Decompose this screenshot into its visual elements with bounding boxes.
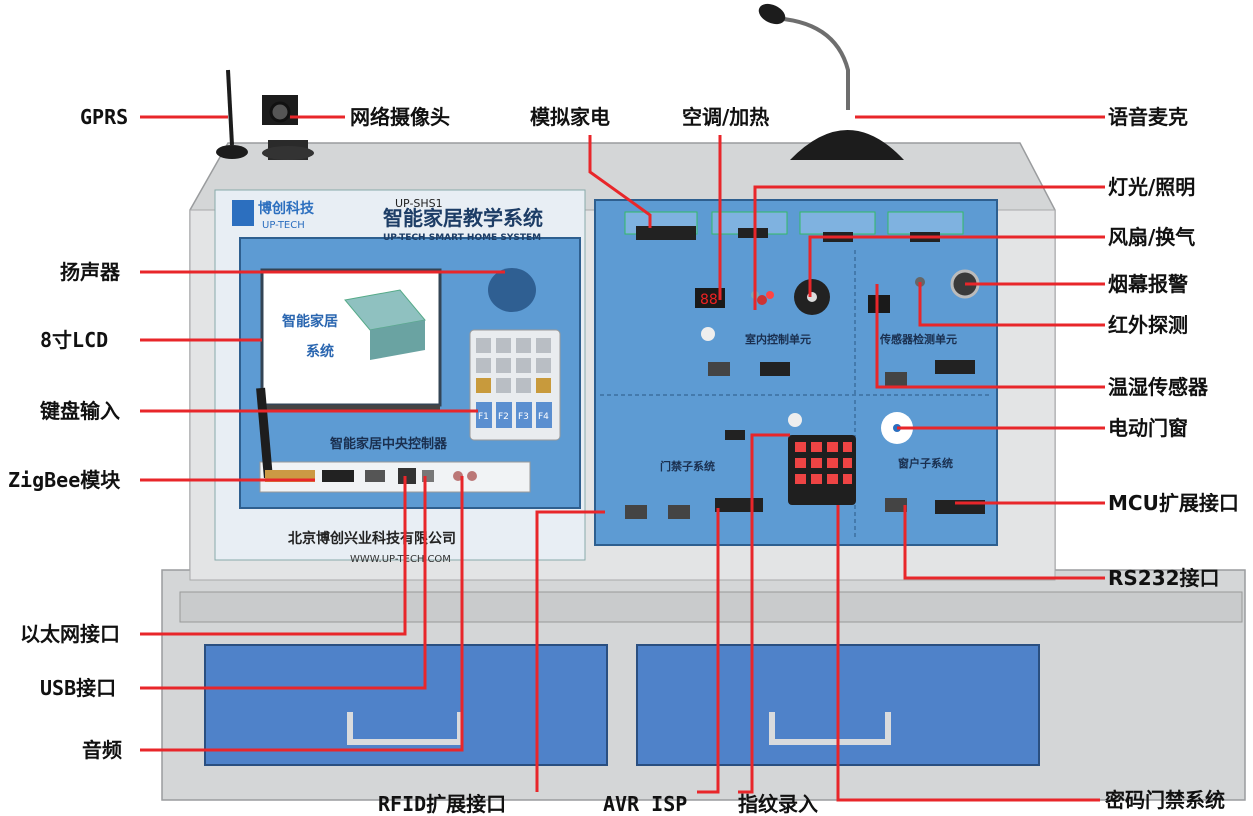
gprs-antenna <box>216 69 248 159</box>
screen-text-1: 智能家居 <box>281 313 338 330</box>
leader-audio <box>140 476 464 752</box>
label-speaker: 扬声器 <box>60 260 120 284</box>
central-controller-panel: 智能家居 系统 F1 F2 F3 F4 <box>214 189 586 565</box>
leader-appliance <box>588 135 652 228</box>
leader-light <box>753 185 1105 310</box>
label-fingerprint: 指纹录入 <box>738 792 818 816</box>
label-light: 灯光/照明 <box>1108 175 1196 199</box>
label-password: 密码门禁系统 <box>1105 788 1225 812</box>
label-rfid: RFID扩展接口 <box>378 792 507 816</box>
sensor-unit-label: 传感器检测单元 <box>879 332 957 346</box>
label-mcu: MCU扩展接口 <box>1108 491 1239 515</box>
leader-rfid <box>535 510 605 792</box>
function-keys: F1 F2 F3 F4 <box>476 402 552 428</box>
leader-avr <box>697 508 720 794</box>
leader-password <box>836 505 1100 802</box>
label-rs232: RS232接口 <box>1108 566 1220 590</box>
leader-lines <box>140 115 1105 802</box>
label-ac: 空调/加热 <box>682 105 770 129</box>
leader-rs232 <box>903 505 1105 580</box>
label-appliance: 模拟家电 <box>530 105 610 129</box>
brand-cn: 博创科技 <box>258 200 315 217</box>
key-f2: F2 <box>498 412 509 422</box>
key-f4: F4 <box>538 412 549 422</box>
label-camera: 网络摄像头 <box>350 105 450 129</box>
leader-usb <box>140 476 427 690</box>
label-smoke: 烟幕报警 <box>1108 272 1188 296</box>
key-f3: F3 <box>518 412 529 422</box>
brand-en: UP-TECH <box>262 220 305 231</box>
label-usb: USB接口 <box>40 676 117 700</box>
company-name: 北京博创兴业科技有限公司 <box>288 530 456 547</box>
device-title-en: UP-TECH SMART HOME SYSTEM <box>383 233 541 243</box>
label-temp: 温湿传感器 <box>1108 375 1208 399</box>
network-camera <box>262 95 314 160</box>
label-keyboard: 键盘输入 <box>40 399 120 423</box>
label-zigbee: ZigBee模块 <box>8 468 121 492</box>
model-code: UP-SHS1 <box>395 197 443 210</box>
leader-ethernet <box>140 476 407 636</box>
leader-fingerprint <box>738 433 790 794</box>
leader-infrared <box>918 282 1105 327</box>
subsystem-panel: 88 门禁子系统 窗户子系统 室内 <box>594 199 998 546</box>
label-audio: 音频 <box>82 738 122 762</box>
label-gprs: GPRS <box>80 105 129 129</box>
label-ethernet: 以太网接口 <box>20 622 120 646</box>
voice-microphone <box>758 3 904 160</box>
leader-fan <box>808 235 1105 297</box>
label-avr: AVR ISP <box>603 792 688 816</box>
screen-text-2: 系统 <box>306 343 334 360</box>
keypad-grid <box>476 338 551 393</box>
leader-temp <box>875 284 1105 389</box>
label-fan: 风扇/换气 <box>1108 225 1196 249</box>
window-subsystem-label: 窗户子系统 <box>898 456 953 470</box>
svg-text:88: 88 <box>700 292 718 308</box>
label-window: 电动门窗 <box>1108 416 1188 440</box>
door-subsystem-label: 门禁子系统 <box>660 459 715 473</box>
label-infrared: 红外探测 <box>1108 313 1188 337</box>
label-mic: 语音麦克 <box>1108 105 1188 129</box>
indoor-unit-label: 室内控制单元 <box>745 332 811 346</box>
label-lcd: 8寸LCD <box>40 328 109 352</box>
device-title-cn: 智能家居教学系统 <box>383 206 543 230</box>
key-f1: F1 <box>478 412 489 422</box>
controller-label: 智能家居中央控制器 <box>330 436 448 452</box>
website: WWW.UP-TECH.COM <box>350 554 451 565</box>
